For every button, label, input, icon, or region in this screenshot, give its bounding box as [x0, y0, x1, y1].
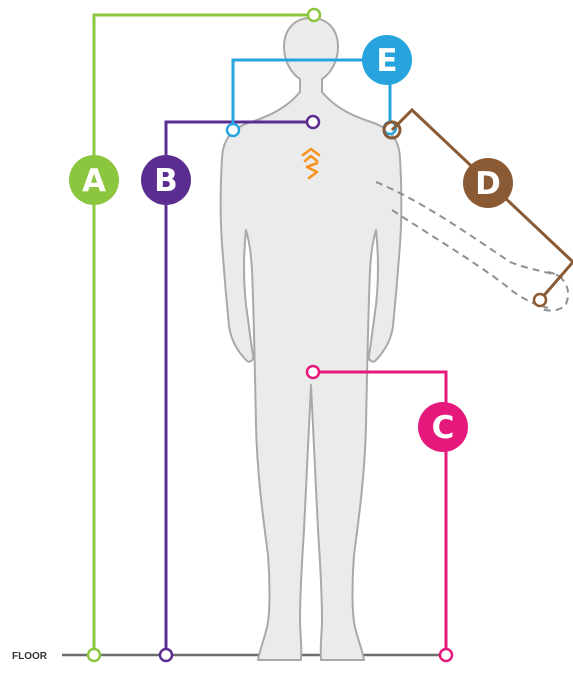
measurement-c-floor-marker	[440, 649, 452, 661]
measurement-d: D	[384, 110, 573, 306]
measurement-c-top-marker	[307, 366, 319, 378]
measurement-d-wrist-marker	[534, 294, 546, 306]
measurement-a-floor-marker	[88, 649, 100, 661]
floor-label: FLOOR	[12, 651, 48, 662]
floor: FLOOR	[12, 651, 453, 662]
measurement-e-label: E	[376, 43, 397, 79]
measurement-d-label: D	[475, 166, 501, 202]
measurement-c-label: C	[432, 410, 455, 446]
measurement-b-floor-marker	[160, 649, 172, 661]
human-figure	[221, 18, 402, 660]
measurement-b-top-marker	[307, 116, 319, 128]
measurement-b-label: B	[154, 163, 178, 199]
body-silhouette	[221, 18, 402, 660]
measurement-a-top-marker	[308, 9, 320, 21]
measurement-a-label: A	[82, 163, 106, 199]
measurement-e-left-marker	[227, 124, 239, 136]
